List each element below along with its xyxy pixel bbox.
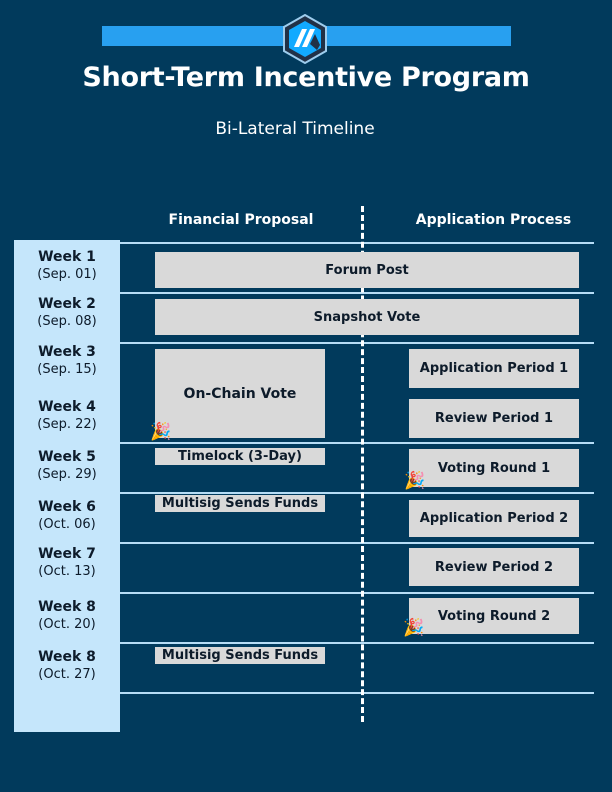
week-number: Week 5 <box>38 449 96 465</box>
week-number: Week 3 <box>38 344 96 360</box>
week-label: Week 8 (Oct. 20) <box>14 598 120 633</box>
party-popper-icon: 🎉 <box>150 422 172 442</box>
row-divider <box>120 692 594 694</box>
event-multisig-sends-funds: Multisig Sends Funds <box>155 647 325 664</box>
row-divider <box>120 492 594 494</box>
week-label: Week 1 (Sep. 01) <box>14 248 120 283</box>
row-divider <box>120 642 594 644</box>
week-number: Week 1 <box>38 249 96 265</box>
week-date: (Sep. 01) <box>37 267 97 282</box>
row-divider <box>120 542 594 544</box>
week-number: Week 4 <box>38 399 96 415</box>
event-snapshot-vote: Snapshot Vote <box>155 299 579 335</box>
party-popper-icon: 🎉 <box>403 618 425 638</box>
event-multisig-sends-funds: Multisig Sends Funds <box>155 495 325 512</box>
event-onchain-vote: On-Chain Vote <box>155 349 325 438</box>
week-label: Week 7 (Oct. 13) <box>14 545 120 580</box>
party-popper-icon: 🎉 <box>404 471 426 491</box>
week-label: Week 6 (Oct. 06) <box>14 498 120 533</box>
column-header-application-process: Application Process <box>415 212 572 228</box>
event-application-period-1: Application Period 1 <box>409 349 579 388</box>
week-number: Week 6 <box>38 499 96 515</box>
week-label: Week 5 (Sep. 29) <box>14 448 120 483</box>
row-divider <box>120 292 594 294</box>
week-label: Week 2 (Sep. 08) <box>14 295 120 330</box>
week-number: Week 7 <box>38 546 96 562</box>
event-timelock: Timelock (3-Day) <box>155 448 325 465</box>
week-date: (Oct. 06) <box>38 517 96 532</box>
row-divider <box>120 242 594 244</box>
week-date: (Sep. 22) <box>37 417 97 432</box>
week-number: Week 8 <box>38 599 96 615</box>
week-number: Week 2 <box>38 296 96 312</box>
event-application-period-2: Application Period 2 <box>409 500 579 537</box>
week-number: Week 8 <box>38 649 96 665</box>
week-date: (Sep. 29) <box>37 467 97 482</box>
row-divider <box>120 442 594 444</box>
week-date: (Oct. 27) <box>38 667 96 682</box>
page-subtitle: Bi-Lateral Timeline <box>215 119 375 139</box>
event-review-period-2: Review Period 2 <box>409 548 579 586</box>
row-divider <box>120 592 594 594</box>
event-forum-post: Forum Post <box>155 252 579 288</box>
event-review-period-1: Review Period 1 <box>409 399 579 438</box>
week-date: (Oct. 20) <box>38 617 96 632</box>
week-date: (Sep. 15) <box>37 362 97 377</box>
row-divider <box>120 342 594 344</box>
event-voting-round-1: Voting Round 1 <box>409 449 579 487</box>
week-label: Week 8 (Oct. 27) <box>14 648 120 683</box>
arbitrum-logo-icon <box>283 14 327 64</box>
center-divider <box>361 206 364 722</box>
week-label: Week 3 (Sep. 15) <box>14 343 120 378</box>
week-label: Week 4 (Sep. 22) <box>14 398 120 433</box>
column-header-financial-proposal: Financial Proposal <box>168 212 314 228</box>
week-column <box>14 240 120 732</box>
week-date: (Sep. 08) <box>37 314 97 329</box>
event-voting-round-2: Voting Round 2 <box>409 598 579 634</box>
week-date: (Oct. 13) <box>38 564 96 579</box>
page-title: Short-Term Incentive Program <box>82 62 530 93</box>
